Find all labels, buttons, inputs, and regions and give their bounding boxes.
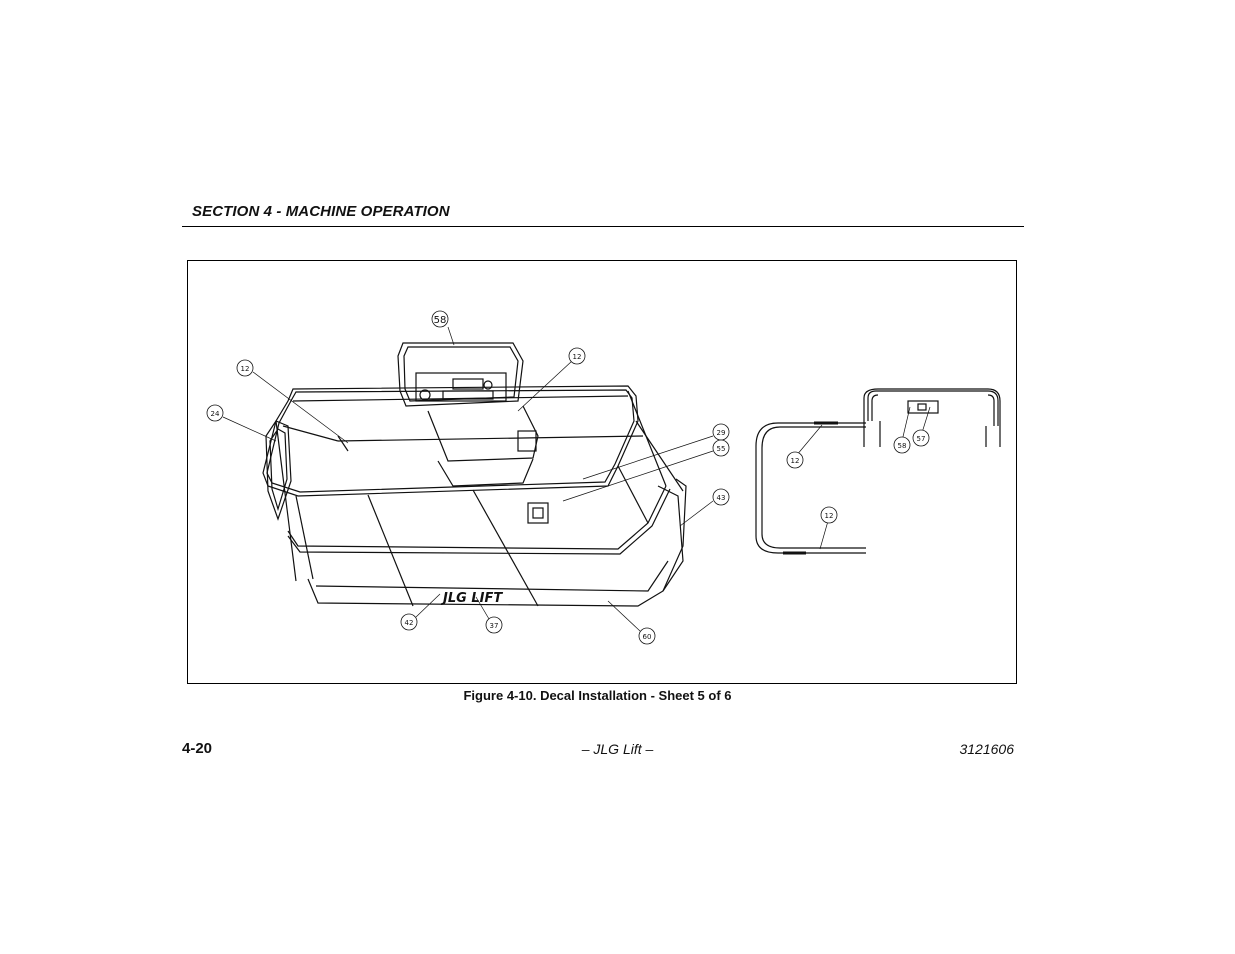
callout-57: 57 — [917, 435, 926, 443]
callout-29: 29 — [717, 429, 726, 437]
callout-58-side: 58 — [898, 442, 907, 450]
callout-12-side-b: 12 — [825, 512, 834, 520]
decal-installation-drawing: JLG LIFT — [206, 310, 1001, 645]
callout-58-top: 58 — [434, 315, 447, 326]
header-divider — [182, 226, 1024, 227]
page-number: 4-20 — [182, 740, 213, 757]
callout-60: 60 — [643, 633, 652, 641]
callout-42: 42 — [405, 619, 414, 627]
figure-caption-text: Figure 4-10. Decal Installation - Sheet … — [463, 688, 732, 703]
callout-24: 24 — [211, 410, 220, 418]
callout-43: 43 — [717, 494, 726, 502]
callout-12-left: 12 — [241, 365, 250, 373]
callout-55: 55 — [717, 445, 726, 453]
callout-37: 37 — [490, 622, 499, 630]
callout-12-top: 12 — [573, 353, 582, 361]
figure-frame: JLG LIFT — [187, 260, 1017, 684]
footer-brand: – JLG Lift – — [581, 741, 654, 757]
document-number: 3121606 — [959, 741, 1014, 757]
figure-caption: Figure 4-10. Decal Installation - Sheet … — [0, 688, 1195, 703]
section-title: SECTION 4 - MACHINE OPERATION — [192, 203, 450, 220]
callout-12-side-a: 12 — [791, 457, 800, 465]
jlg-decal-label: JLG LIFT — [440, 591, 503, 606]
